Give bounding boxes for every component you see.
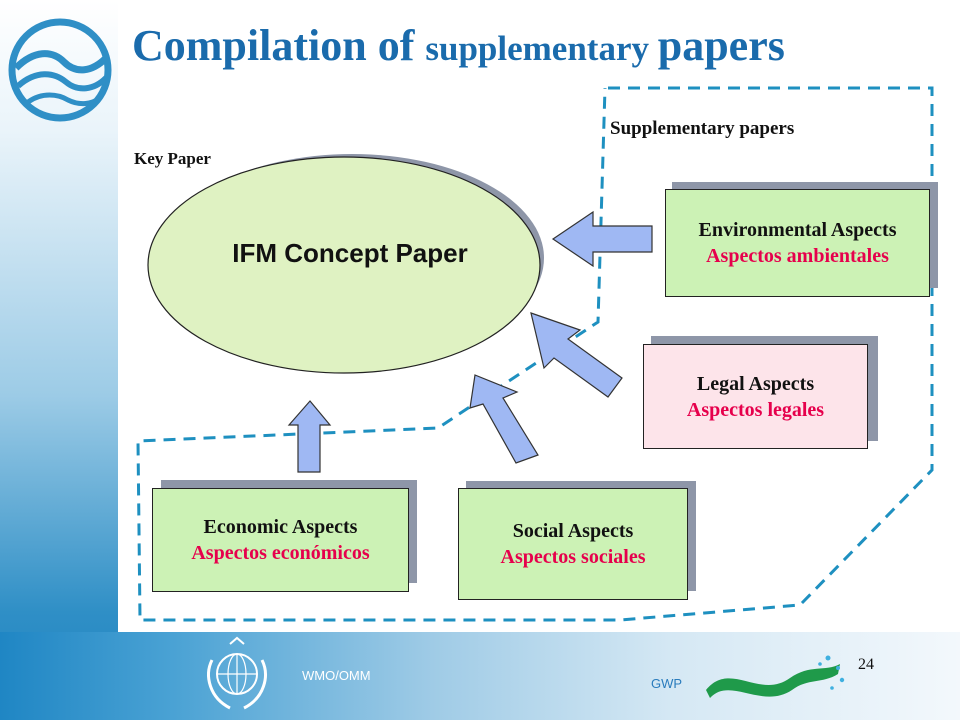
key-paper-label: Key Paper <box>134 149 211 168</box>
arrow-social <box>469 374 539 464</box>
economic-en: Economic Aspects <box>203 516 358 538</box>
supplementary-region-outline <box>136 86 934 622</box>
wmo-label: WMO/OMM <box>302 668 371 683</box>
page-number: 24 <box>858 656 874 673</box>
environmental-en: Environmental Aspects <box>698 219 897 241</box>
economic-es: Aspectos económicos <box>191 542 370 564</box>
gwp-wave-logo <box>706 655 845 698</box>
environmental-es: Aspectos ambientales <box>706 245 889 267</box>
concept-paper-title: IFM Concept Paper <box>232 238 468 268</box>
title-part-1: Compilation of <box>132 21 426 70</box>
concept-paper-ellipse <box>147 156 541 374</box>
social-en: Social Aspects <box>512 520 634 542</box>
wave-logo <box>8 18 112 122</box>
title-part-2: supplementary <box>425 29 658 68</box>
supplementary-papers-label: Supplementary papers <box>610 118 795 139</box>
arrow-legal <box>530 312 623 398</box>
legal-es: Aspectos legales <box>686 398 825 421</box>
economic-aspects-box: Economic Aspects Aspectos económicos <box>152 488 409 592</box>
environmental-aspects-box: Environmental Aspects Aspectos ambiental… <box>665 189 930 297</box>
social-es: Aspectos sociales <box>500 546 646 568</box>
legal-en: Legal Aspects <box>696 372 815 395</box>
arrow-economic <box>287 400 332 473</box>
gwp-label: GWP <box>651 676 683 691</box>
arrow-environmental <box>551 210 653 268</box>
legal-aspects-box: Legal Aspects Aspectos legales <box>643 344 868 449</box>
page-title: Compilation of supplementary papers <box>132 20 785 71</box>
title-part-3: papers <box>657 21 785 70</box>
social-aspects-box: Social Aspects Aspectos sociales <box>458 488 688 600</box>
un-wreath-emblem <box>207 636 267 710</box>
